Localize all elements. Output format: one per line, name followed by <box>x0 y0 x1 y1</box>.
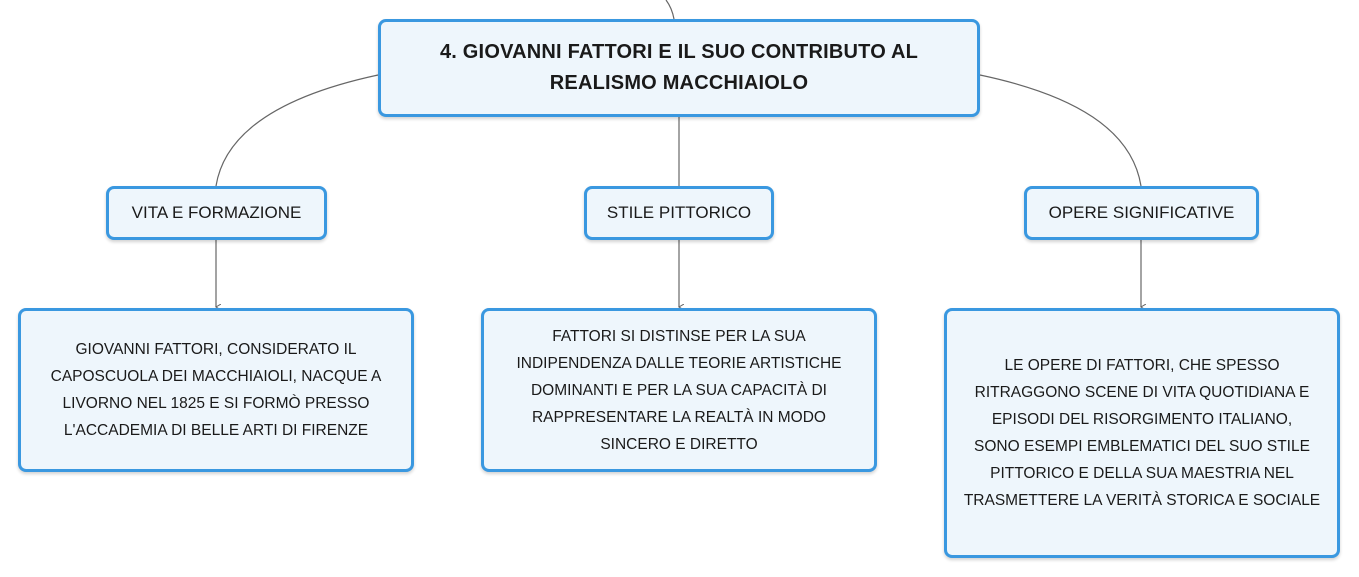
branch-label: OPERE SIGNIFICATIVE <box>1048 203 1235 222</box>
detail-text: LE OPERE DI FATTORI, CHE SPESSO RITRAGGO… <box>963 357 1321 509</box>
detail-text: GIOVANNI FATTORI, CONSIDERATO IL CAPOSCU… <box>50 341 382 439</box>
branch-opere-significative[interactable]: OPERE SIGNIFICATIVE <box>1024 186 1259 240</box>
branch-vita-e-formazione[interactable]: VITA E FORMAZIONE <box>106 186 327 240</box>
connector-main-to-opere <box>979 74 1142 187</box>
detail-text: FATTORI SI DISTINSE PER LA SUA INDIPENDE… <box>516 327 842 453</box>
main-topic-node[interactable]: 4. GIOVANNI FATTORI E IL SUO CONTRIBUTO … <box>378 19 980 117</box>
detail-stile-pittorico[interactable]: FATTORI SI DISTINSE PER LA SUA INDIPENDE… <box>481 308 877 472</box>
branch-label: VITA E FORMAZIONE <box>131 203 302 222</box>
branch-label: STILE PITTORICO <box>606 203 752 222</box>
connector-main-to-vita <box>215 74 379 187</box>
connector-parent-to-main <box>665 0 675 20</box>
detail-vita-e-formazione[interactable]: GIOVANNI FATTORI, CONSIDERATO IL CAPOSCU… <box>18 308 414 472</box>
detail-opere-significative[interactable]: LE OPERE DI FATTORI, CHE SPESSO RITRAGGO… <box>944 308 1340 558</box>
main-topic-label: 4. GIOVANNI FATTORI E IL SUO CONTRIBUTO … <box>439 41 919 94</box>
branch-stile-pittorico[interactable]: STILE PITTORICO <box>584 186 774 240</box>
